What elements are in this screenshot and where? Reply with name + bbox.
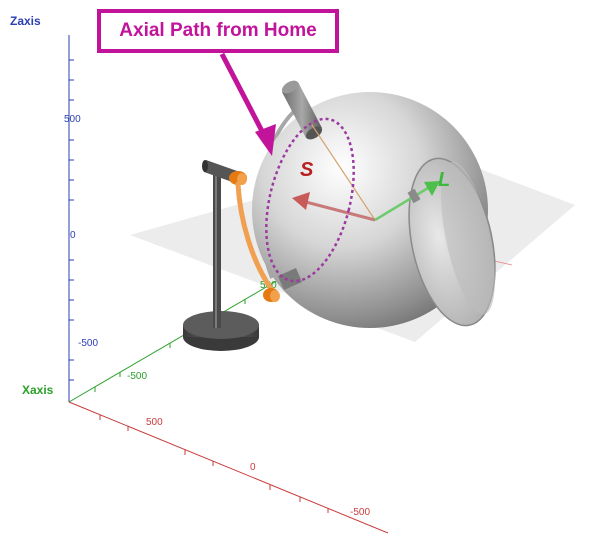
z-axis [68, 35, 74, 402]
s-vector-label: S [300, 159, 314, 181]
y-tick-label-500: 500 [146, 417, 163, 428]
axial-path-ellipse [265, 117, 355, 283]
y-tick-label-neg500: -500 [350, 507, 370, 518]
x-tick-label-neg500: -500 [127, 371, 147, 382]
z-axis-label: Zaxis [10, 14, 41, 28]
callout-label: Axial Path from Home [119, 20, 317, 41]
z-tick-label-0: 0 [70, 230, 76, 241]
x-axis-label: Xaxis [22, 383, 54, 397]
l-vector-label: L [438, 169, 450, 191]
motion-arc [235, 181, 275, 293]
y-tick-label-0: 0 [250, 462, 256, 473]
axial-path-callout: Axial Path from Home [97, 9, 339, 53]
callout-pointer-arrow [219, 52, 276, 156]
z-tick-label-neg500: -500 [78, 338, 98, 349]
internal-line-a [309, 121, 376, 221]
s-vector-arrow [292, 192, 376, 222]
l-vector-arrow [374, 181, 440, 222]
lower-joint [263, 288, 280, 302]
z-tick-label-500: 500 [64, 114, 81, 125]
bottom-cylinder [278, 268, 302, 290]
